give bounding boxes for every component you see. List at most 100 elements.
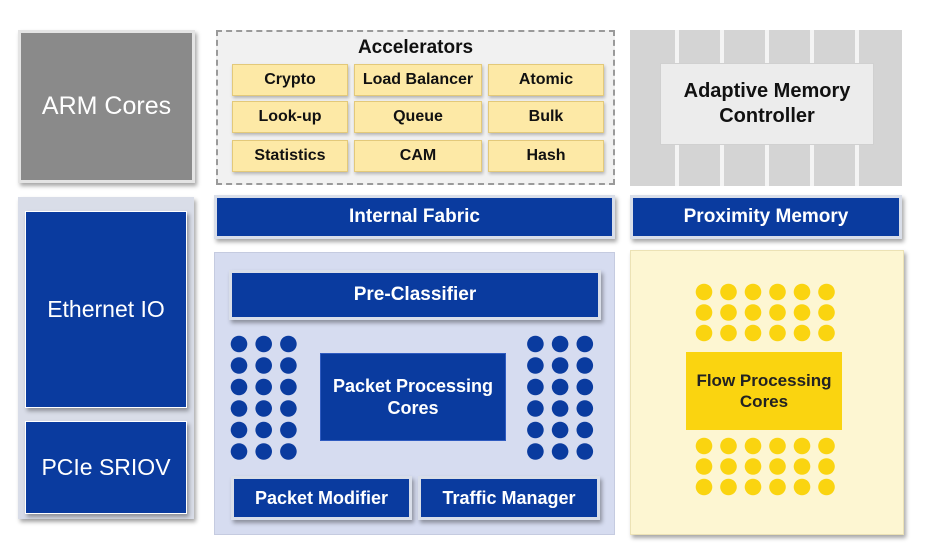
proximity-memory-bar: Proximity Memory — [630, 195, 902, 239]
core-dot — [769, 324, 786, 342]
core-dot — [551, 421, 569, 439]
accelerator-statistics: Statistics — [232, 140, 348, 172]
core-dot — [255, 400, 272, 417]
core-dot — [744, 437, 762, 455]
packet-modifier-label: Packet Modifier — [254, 487, 389, 508]
core-dot — [695, 304, 713, 321]
core-dot — [527, 400, 544, 417]
core-dot — [744, 304, 762, 321]
internal-fabric-bar: Internal Fabric — [214, 195, 615, 239]
core-dot — [527, 378, 544, 396]
core-dot — [720, 324, 737, 342]
traffic-manager-label: Traffic Manager — [442, 487, 576, 508]
core-dot — [720, 283, 737, 301]
core-dot — [280, 400, 297, 417]
core-dot — [280, 378, 297, 396]
arm-cores-block: ARM Cores — [18, 30, 195, 183]
core-dot — [818, 437, 835, 455]
core-dot — [818, 304, 835, 321]
accelerator-queue: Queue — [354, 101, 482, 133]
ethernet-io-block: Ethernet IO — [25, 211, 187, 408]
arm-cores-label: ARM Cores — [41, 92, 172, 120]
core-dot — [255, 335, 272, 353]
accelerator-bulk: Bulk — [488, 101, 604, 133]
adaptive-memory-block: Adaptive Memory Controller — [630, 30, 902, 186]
flow-processing-line1: Flow Processing — [696, 371, 832, 390]
packet-processing-cores-block: Packet Processing Cores — [320, 353, 506, 441]
core-dot — [720, 437, 737, 455]
proximity-memory-label: Proximity Memory — [683, 206, 849, 227]
pcie-sriov-block: PCIe SRIOV — [25, 421, 187, 514]
core-dot — [793, 324, 811, 342]
packet-processing-line1: Packet Processing — [332, 376, 494, 396]
core-dot — [769, 437, 786, 455]
core-dot — [280, 443, 297, 460]
core-dot — [280, 421, 297, 439]
core-dot — [720, 478, 737, 496]
core-dot — [576, 335, 594, 353]
pre-classifier-bar: Pre-Classifier — [229, 270, 601, 320]
core-dot — [818, 458, 835, 475]
accelerator-atomic: Atomic — [488, 64, 604, 96]
core-dot — [744, 478, 762, 496]
core-dot — [551, 378, 569, 396]
core-dot — [744, 458, 762, 475]
packet-processing-line2: Cores — [387, 398, 439, 418]
core-dot — [695, 458, 713, 475]
core-dot — [793, 304, 811, 321]
core-dot — [255, 378, 272, 396]
core-dot — [695, 324, 713, 342]
core-dot — [744, 283, 762, 301]
flow-core-dots-bottom — [695, 437, 835, 496]
core-dot — [818, 283, 835, 301]
accelerators-title: Accelerators — [357, 37, 474, 58]
core-dot — [551, 357, 569, 374]
core-dot — [793, 458, 811, 475]
core-dot — [576, 378, 594, 396]
accelerator-cam: CAM — [354, 140, 482, 172]
core-dot — [551, 400, 569, 417]
core-dot — [769, 304, 786, 321]
core-dot — [255, 421, 272, 439]
adaptive-memory-controller-label: Adaptive Memory Controller — [660, 63, 874, 145]
core-dot — [230, 421, 248, 439]
core-dot — [695, 283, 713, 301]
core-dot — [818, 478, 835, 496]
pcie-sriov-label: PCIe SRIOV — [41, 454, 171, 480]
pre-classifier-label: Pre-Classifier — [353, 284, 477, 305]
core-dot — [793, 437, 811, 455]
core-dot — [720, 458, 737, 475]
accelerator-look-up: Look-up — [232, 101, 348, 133]
core-dot — [230, 443, 248, 460]
core-dot — [720, 304, 737, 321]
core-dot — [576, 357, 594, 374]
core-dot — [576, 443, 594, 460]
core-dot — [527, 335, 544, 353]
internal-fabric-label: Internal Fabric — [349, 206, 480, 227]
flow-processing-cores-block: Flow Processing Cores — [686, 352, 842, 430]
core-dot — [695, 478, 713, 496]
core-dot — [769, 458, 786, 475]
packet-modifier-block: Packet Modifier — [231, 476, 412, 520]
core-dot — [695, 437, 713, 455]
adaptive-memory-line2: Controller — [719, 105, 815, 127]
core-dot — [230, 378, 248, 396]
core-dot — [769, 478, 786, 496]
core-dot — [551, 335, 569, 353]
core-dot — [576, 400, 594, 417]
core-dot — [230, 357, 248, 374]
accelerator-hash: Hash — [488, 140, 604, 172]
core-dot — [255, 443, 272, 460]
core-dot — [576, 421, 594, 439]
packet-core-dots — [230, 335, 594, 460]
core-dot — [255, 357, 272, 374]
core-dot — [527, 421, 544, 439]
accelerator-crypto: Crypto — [232, 64, 348, 96]
core-dot — [527, 357, 544, 374]
adaptive-memory-line1: Adaptive Memory — [683, 80, 851, 102]
ethernet-io-label: Ethernet IO — [47, 296, 165, 322]
core-dot — [527, 443, 544, 460]
core-dot — [793, 478, 811, 496]
flow-processing-line2: Cores — [739, 392, 789, 411]
